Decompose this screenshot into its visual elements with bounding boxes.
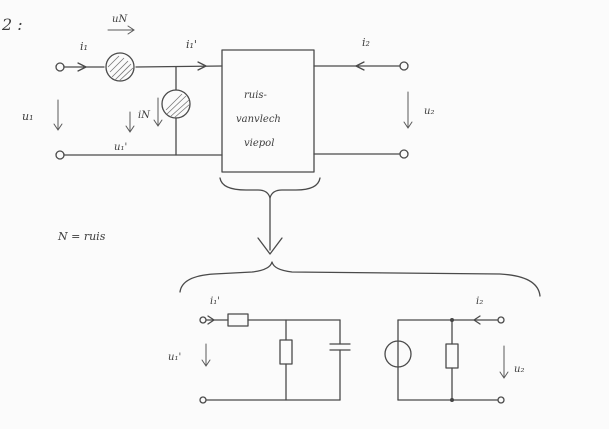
- label-u2-bottom: u₂: [514, 364, 524, 375]
- voltage-arrow-u1-prime: [125, 111, 135, 133]
- label-uN: uN: [112, 14, 128, 25]
- noise-current-source: [161, 89, 191, 119]
- terminal-top-left-upper: [55, 62, 65, 72]
- label-iN: iN: [138, 110, 151, 121]
- current-arrow-i1-prime: [197, 61, 207, 71]
- output-resistor: [445, 343, 459, 369]
- label-u1: u₁: [22, 110, 34, 123]
- label-u2: u₂: [424, 106, 434, 117]
- current-arrow-i2-bottom: [473, 315, 481, 325]
- problem-label: 2 :: [1, 15, 23, 34]
- label-i2-bottom: i₂: [476, 296, 483, 307]
- transform-arrow-head: [257, 237, 283, 255]
- wire: [135, 65, 223, 68]
- label-i2: i₂: [362, 36, 370, 49]
- label-u1-prime: u₁': [114, 142, 127, 153]
- voltage-arrow-u2: [403, 91, 413, 129]
- terminal-bottom-left-upper: [199, 316, 207, 324]
- current-arrow-i1: [77, 62, 87, 72]
- note-text: N = ruis: [57, 230, 106, 243]
- bottom-circuit: i₁' u₁' i₂: [168, 296, 524, 404]
- noiseless-two-port-box: [221, 49, 315, 173]
- label-u1-prime-bottom: u₁': [168, 352, 181, 363]
- terminal-top-left-lower: [55, 150, 65, 160]
- input-capacitor: [329, 343, 351, 351]
- junction-dot: [450, 398, 454, 402]
- terminal-bottom-right-lower: [497, 396, 505, 404]
- box-text-line-1: ruis-: [244, 90, 268, 101]
- terminal-top-right-upper: [399, 61, 409, 71]
- label-i1-prime: i₁': [186, 38, 197, 51]
- brace-over-bottom-circuit: [179, 261, 541, 297]
- terminal-top-right-lower: [399, 149, 409, 159]
- voltage-arrow-uN: [107, 25, 135, 35]
- shunt-resistor: [279, 339, 293, 365]
- terminal-bottom-left-lower: [199, 396, 207, 404]
- box-text-line-3: viepol: [244, 138, 274, 149]
- current-arrow-i2: [355, 61, 365, 71]
- voltage-arrow-u2-bottom: [499, 345, 509, 379]
- current-arrow-iN: [153, 97, 163, 127]
- series-resistor: [227, 313, 249, 327]
- label-i1: i₁: [80, 40, 88, 53]
- voltage-arrow-u1-prime-bottom: [201, 343, 211, 367]
- brace-under-box: [219, 177, 321, 199]
- voltage-arrow-u1: [53, 99, 63, 131]
- junction-dot: [450, 318, 454, 322]
- top-circuit: uN i₁ iN u₁' u₁ i₁' ruis- vanvlech viepo: [22, 14, 434, 173]
- terminal-bottom-right-upper: [497, 316, 505, 324]
- noise-voltage-source: [105, 52, 135, 82]
- box-text-line-2: vanvlech: [236, 114, 281, 125]
- label-i1-prime-bottom: i₁': [210, 296, 220, 307]
